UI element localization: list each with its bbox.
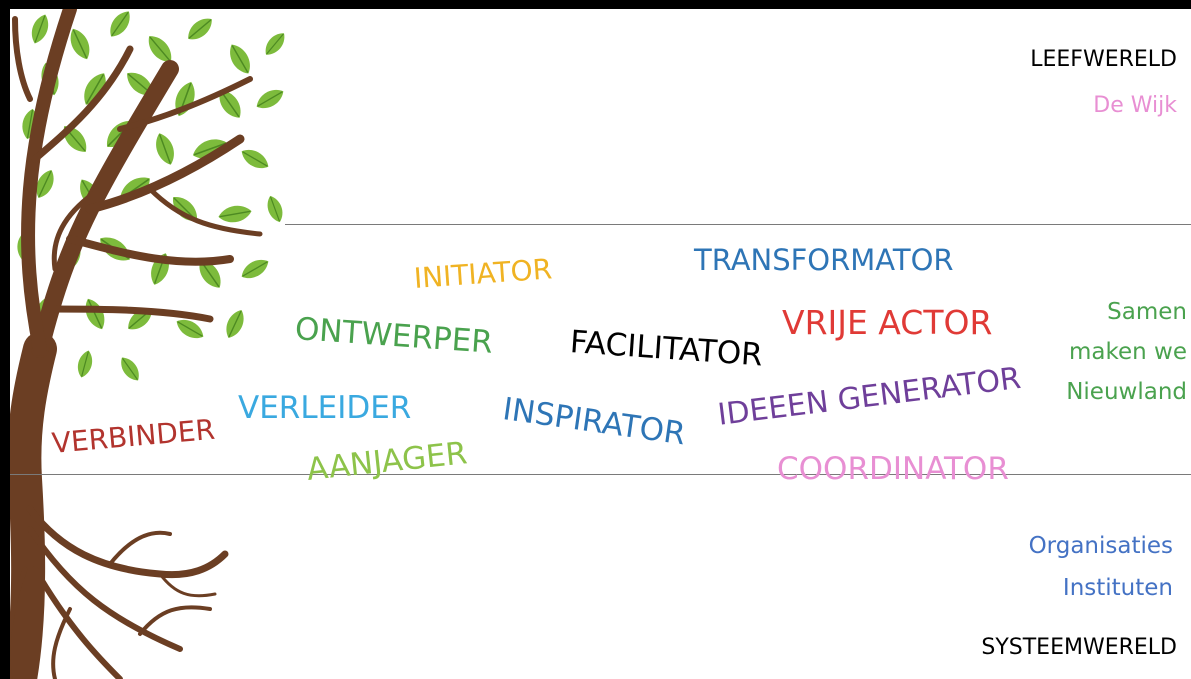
word-ideeen-generator: IDEEEN GENERATOR bbox=[715, 360, 1023, 433]
tree-illustration bbox=[10, 9, 290, 679]
label-instituten: Instituten bbox=[1062, 575, 1173, 601]
word-facilitator: FACILITATOR bbox=[568, 324, 764, 374]
tree-roots bbox=[10, 505, 229, 679]
word-vrije-actor: VRIJE ACTOR bbox=[782, 303, 993, 342]
word-initiator: INITIATOR bbox=[412, 252, 554, 295]
word-coordinator: COORDINATOR bbox=[777, 451, 1009, 487]
divider-bottom bbox=[10, 474, 1191, 475]
label-samen-line1: Samen bbox=[1107, 299, 1187, 325]
word-aanjager: AANJAGER bbox=[305, 435, 469, 488]
label-samen-line3: Nieuwland bbox=[1066, 379, 1187, 405]
divider-top bbox=[285, 224, 1191, 225]
word-verleider: VERLEIDER bbox=[238, 390, 412, 426]
tree-trunk bbox=[10, 9, 263, 679]
word-inspirator: INSPIRATOR bbox=[500, 391, 688, 453]
word-transformator: TRANSFORMATOR bbox=[694, 243, 954, 277]
label-systeemwereld: SYSTEEMWERELD bbox=[981, 635, 1177, 660]
word-ontwerper: ONTWERPER bbox=[293, 311, 494, 361]
label-de-wijk: De Wijk bbox=[1093, 93, 1177, 118]
slide-canvas: LEEFWERELD De Wijk Samen maken we Nieuwl… bbox=[10, 9, 1191, 679]
label-leefwereld: LEEFWERELD bbox=[1030, 47, 1177, 72]
label-samen-line2: maken we bbox=[1069, 339, 1187, 365]
label-organisaties: Organisaties bbox=[1028, 533, 1173, 559]
